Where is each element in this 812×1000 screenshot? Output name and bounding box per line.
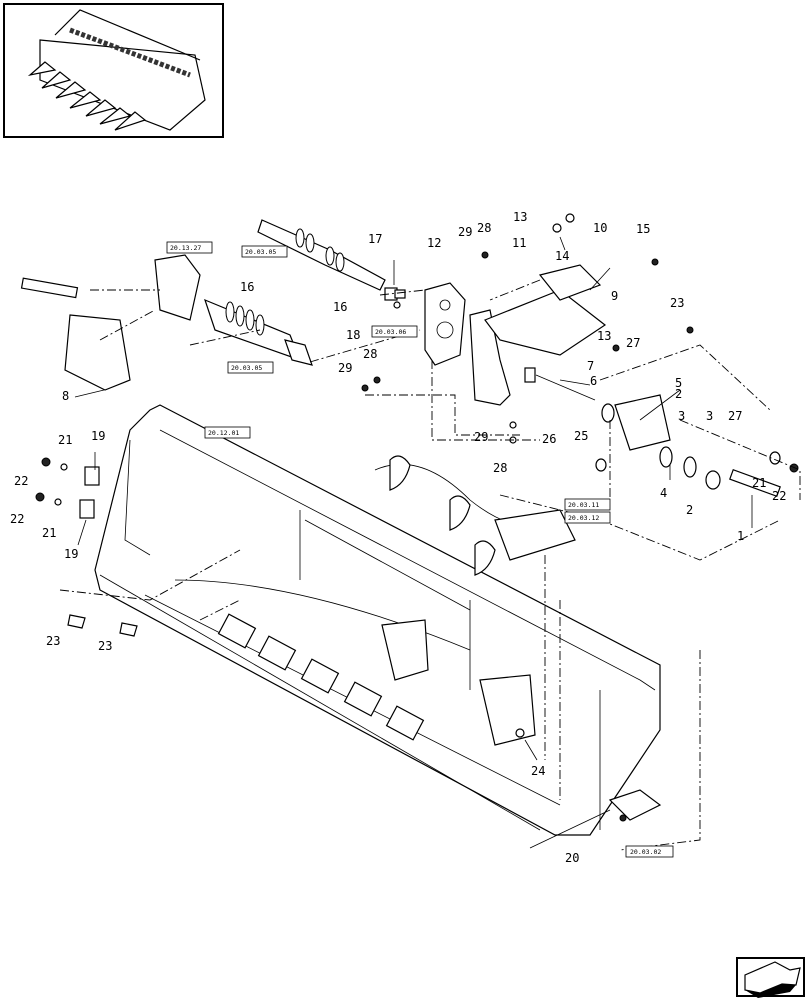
callout: 12 (427, 236, 441, 250)
callout: 3 (706, 409, 713, 423)
callout: 9 (611, 289, 618, 303)
callout: 23 (98, 639, 112, 653)
header-frame (94, 404, 662, 836)
callout: 3 (678, 409, 685, 423)
svg-text:20.03.05: 20.03.05 (245, 248, 276, 256)
center-gearbox (424, 282, 466, 366)
callout: 8 (62, 389, 69, 403)
svg-text:20.03.12: 20.03.12 (568, 514, 599, 522)
callout: 22 (14, 474, 28, 488)
callout: 6 (590, 374, 597, 388)
callout: 28 (493, 461, 507, 475)
callout: 5 (675, 376, 682, 390)
callout: 16 (240, 280, 254, 294)
ref-box: 20.12.01 (204, 426, 251, 439)
callout: 28 (363, 347, 377, 361)
callout: 16 (333, 300, 347, 314)
auger-flighting (374, 455, 561, 576)
callout: 13 (597, 329, 611, 343)
callout: 13 (513, 210, 527, 224)
left-drive-group (20, 254, 313, 391)
ref-box: 20.03.06 (371, 325, 418, 338)
callout: 28 (477, 221, 491, 235)
callout: 29 (474, 430, 488, 444)
callout: 10 (593, 221, 607, 235)
callout: 22 (10, 512, 24, 526)
corn-header-thumbnail-icon (27, 9, 206, 131)
leader-lines (74, 236, 753, 849)
svg-text:20.03.11: 20.03.11 (568, 501, 599, 509)
callout: 19 (91, 429, 105, 443)
callout: 1 (737, 529, 744, 543)
ref-box: 20.03.05 (227, 361, 274, 374)
callout: 4 (660, 486, 667, 500)
ref-box: 20.03.05 (241, 245, 288, 258)
callout: 26 (542, 432, 556, 446)
header-thumbnail (3, 3, 224, 138)
right-support-group (469, 264, 781, 498)
svg-text:20.03.06: 20.03.06 (375, 328, 406, 336)
callout: 18 (346, 328, 360, 342)
callout: 21 (42, 526, 56, 540)
callout: 23 (670, 296, 684, 310)
page-navigation-arrow-icon[interactable] (736, 957, 805, 998)
callout: 2 (686, 503, 693, 517)
callout: 24 (531, 764, 545, 778)
ref-box: 20.03.02 (625, 845, 674, 858)
callout: 19 (64, 547, 78, 561)
callout: 22 (772, 489, 786, 503)
callout: 20 (565, 851, 579, 865)
reference-boxes: 20.13.27 20.03.05 20.03.06 20.03.05 20.1… (166, 241, 674, 858)
callout: 27 (626, 336, 640, 350)
callout: 25 (574, 429, 588, 443)
callout: 14 (555, 249, 569, 263)
callout: 21 (752, 476, 766, 490)
svg-text:20.03.05: 20.03.05 (231, 364, 262, 372)
ref-box: 20.03.11 (564, 498, 611, 511)
upper-driveshaft (257, 219, 398, 301)
callout: 29 (338, 361, 352, 375)
ref-box: 20.13.27 (166, 241, 213, 254)
callout: 17 (368, 232, 382, 246)
callout: 27 (728, 409, 742, 423)
callout: 29 (458, 225, 472, 239)
callout: 7 (587, 359, 594, 373)
callout-labels: 1 2 2 3 3 4 5 6 7 8 9 10 11 12 13 13 14 … (10, 210, 786, 865)
svg-text:20.12.01: 20.12.01 (208, 429, 239, 437)
callout: 11 (512, 236, 526, 250)
ref-box: 20.03.12 (564, 511, 611, 524)
callout: 15 (636, 222, 650, 236)
svg-text:20.13.27: 20.13.27 (170, 244, 201, 252)
assembly-lines (59, 279, 801, 851)
callout: 2 (675, 387, 682, 401)
svg-text:20.03.02: 20.03.02 (630, 848, 661, 856)
callout: 23 (46, 634, 60, 648)
callout: 21 (58, 433, 72, 447)
